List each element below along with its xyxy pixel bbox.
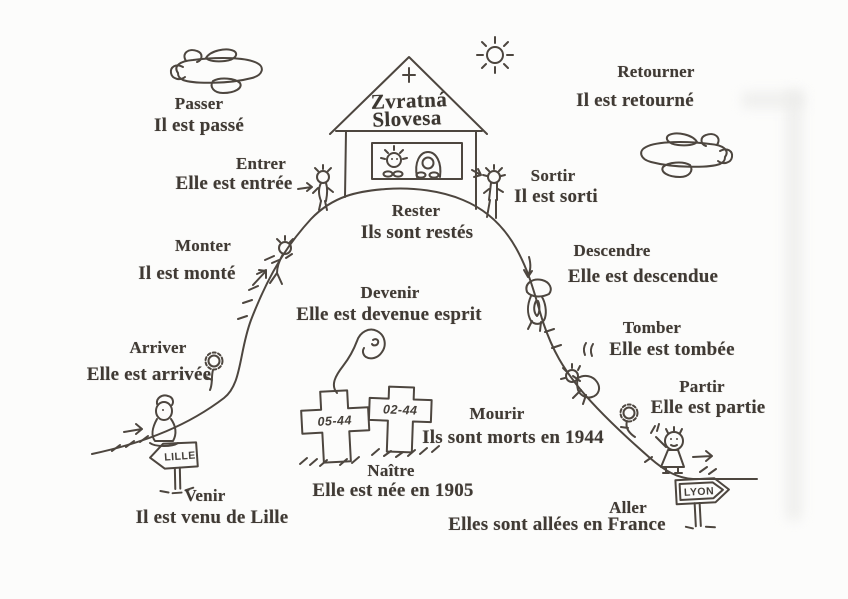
leaving-figure — [650, 423, 713, 474]
grave-grass-right — [371, 445, 440, 458]
verb-mourir-infinitive: Mourir — [469, 404, 525, 423]
verb-arriver-example: Elle est arrivée — [86, 364, 212, 385]
house — [329, 56, 488, 210]
house-title-line2: Slovesa — [371, 105, 443, 132]
verb-monter-example: Il est monté — [138, 263, 236, 284]
verb-entrer-example: Elle est entrée — [175, 173, 293, 194]
verb-arriver-infinitive: Arriver — [129, 338, 187, 357]
verb-aller-example: Elles sont allées en France — [448, 514, 666, 535]
window-figure-left — [380, 145, 408, 178]
roof-cross-icon — [402, 67, 416, 83]
wave-marks — [650, 423, 660, 434]
hill — [91, 187, 758, 480]
verb-descendre-example: Elle est descendue — [567, 266, 719, 287]
verb-retourner-infinitive: Retourner — [617, 62, 695, 81]
scan-smudge-top-right — [742, 92, 804, 108]
grave-date-left: 05-44 — [317, 413, 352, 429]
exit-arrow-icon — [471, 168, 482, 178]
verb-monter-infinitive: Monter — [175, 236, 231, 255]
verb-venir-infinitive: Venir — [184, 486, 226, 505]
descend-arrow-icon — [523, 256, 533, 278]
verb-passer-example: Il est passé — [153, 115, 245, 136]
verb-naitre-example: Elle est née en 1905 — [312, 480, 474, 501]
sun-icon — [476, 36, 514, 74]
verb-passer-infinitive: Passer — [174, 94, 224, 113]
verb-sortir-example: Il est sorti — [514, 186, 598, 207]
scan-smudge-right — [786, 90, 802, 520]
arriving-figure — [123, 394, 179, 447]
lyon-signpost: LYON — [674, 477, 730, 530]
verb-mourir-example: Ils sont morts en 1944 — [422, 427, 604, 448]
verb-descendre-infinitive: Descendre — [573, 241, 651, 260]
verb-tomber-example: Elle est tombée — [609, 339, 735, 360]
flower-right-icon — [619, 403, 639, 438]
climbing-figure — [252, 235, 294, 286]
verb-aller-infinitive: Aller — [609, 498, 647, 517]
descending-figure — [523, 256, 552, 332]
flower-left-icon — [204, 351, 224, 391]
verb-partir-infinitive: Partir — [679, 377, 725, 396]
lille-sign-label: LILLE — [164, 449, 196, 463]
lyon-sign-label: LYON — [684, 485, 715, 499]
verb-devenir-infinitive: Devenir — [360, 283, 420, 302]
leave-arrow-icon — [692, 450, 713, 462]
grave-date-right: 02-44 — [383, 402, 418, 417]
arrive-arrow-icon — [123, 423, 143, 435]
ghost-icon — [332, 328, 386, 394]
fall-marks — [582, 342, 594, 357]
exiting-figure — [471, 164, 506, 219]
verb-partir-example: Elle est partie — [650, 397, 766, 418]
verb-devenir-example: Elle est devenue esprit — [296, 304, 482, 325]
grave-cross-left: 05-44 — [300, 389, 371, 464]
verb-rester-example: Ils sont restés — [360, 222, 474, 243]
verb-sortir-infinitive: Sortir — [530, 166, 576, 185]
tumbling-figure — [560, 342, 601, 405]
window-figure-right — [415, 151, 442, 179]
verb-rester-infinitive: Rester — [391, 201, 441, 220]
house-walls — [344, 130, 477, 210]
enter-arrow-icon — [297, 182, 313, 192]
airplane-icon-left — [169, 48, 263, 94]
slope-hatch-left-mid — [237, 255, 275, 320]
slope-hatch-left-lower — [111, 435, 149, 452]
climb-arrow-icon — [252, 269, 267, 286]
slope-hatch-right — [544, 328, 717, 475]
lille-signpost: LILLE — [149, 441, 199, 495]
verb-venir-example: Il est venu de Lille — [135, 507, 289, 528]
grave-grass-left — [299, 456, 360, 467]
verb-retourner-example: Il est retourné — [576, 90, 694, 111]
entering-figure — [297, 164, 334, 211]
house-window — [371, 142, 463, 180]
verb-tomber-infinitive: Tomber — [622, 318, 682, 337]
house-roof — [329, 56, 488, 135]
verb-naitre-infinitive: Naître — [367, 461, 415, 480]
verb-entrer-infinitive: Entrer — [236, 154, 286, 173]
airplane-icon-right — [640, 132, 734, 178]
